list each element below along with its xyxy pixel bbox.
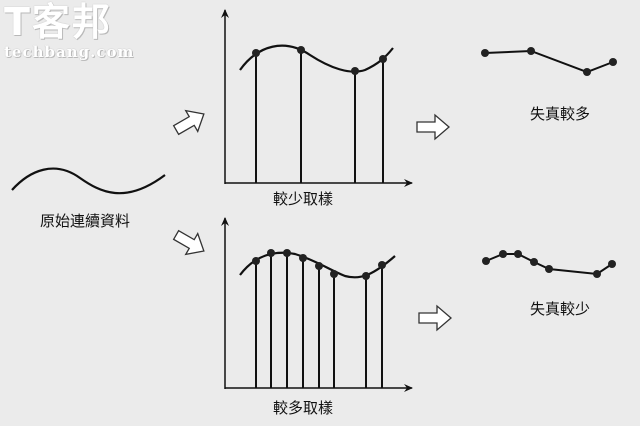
label-original: 原始連續資料 xyxy=(39,212,131,230)
label-less-sampling: 較少取樣 xyxy=(272,190,334,208)
reconstructed-point xyxy=(609,58,617,66)
sample-point xyxy=(362,272,370,280)
techbang-logo: T客邦 techbang.com xyxy=(4,0,134,60)
reconstruction-more-distortion xyxy=(481,47,617,76)
more-sampling-chart xyxy=(221,217,413,392)
reconstructed-line xyxy=(484,49,614,74)
sample-point xyxy=(252,49,260,57)
reconstructed-point xyxy=(593,270,601,278)
reconstructed-point xyxy=(545,265,553,273)
less-sampling-chart xyxy=(221,9,413,187)
sample-point xyxy=(283,249,291,257)
label-less-distortion: 失真較少 xyxy=(529,300,591,318)
logo-chinese: T客邦 xyxy=(4,0,112,44)
reconstructed-point xyxy=(481,49,489,57)
reconstructed-point xyxy=(482,257,490,265)
label-more-distortion: 失真較多 xyxy=(529,105,591,123)
reconstructed-point xyxy=(608,260,616,268)
logo-domain: techbang.com xyxy=(4,43,135,61)
reconstruction-less-distortion xyxy=(482,250,616,278)
reconstructed-point xyxy=(583,68,591,76)
original-signal-curve xyxy=(11,167,166,195)
arrow-icon xyxy=(172,109,452,332)
sample-point xyxy=(378,261,386,269)
sample-point xyxy=(315,262,323,270)
sample-point xyxy=(330,270,338,278)
sample-point xyxy=(351,67,359,75)
reconstructed-point xyxy=(527,47,535,55)
reconstructed-point xyxy=(499,250,507,258)
sample-point xyxy=(379,55,387,63)
sample-point xyxy=(252,257,260,265)
sample-point xyxy=(297,46,305,54)
sample-point xyxy=(299,254,307,262)
sample-point xyxy=(267,249,275,257)
label-more-sampling: 較多取樣 xyxy=(272,399,334,417)
reconstructed-point xyxy=(514,250,522,258)
reconstructed-point xyxy=(530,258,538,266)
